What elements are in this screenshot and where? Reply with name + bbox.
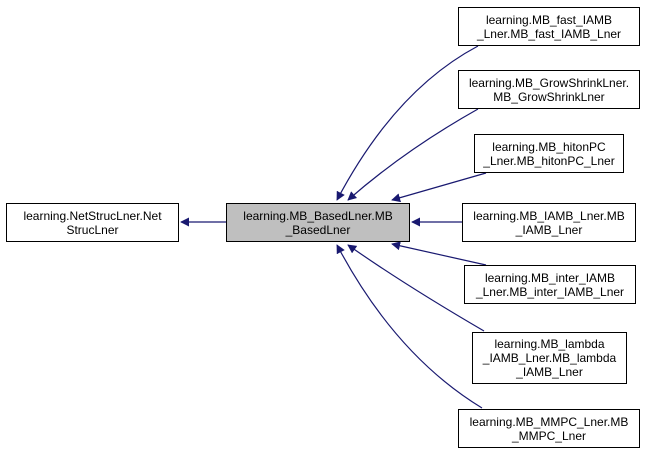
- class-node-label: learning.MB_lambda _IAMB_Lner.MB_lambda …: [482, 337, 617, 379]
- class-node-label: learning.MB_IAMB_Lner.MB _IAMB_Lner: [473, 208, 625, 237]
- inheritance-edge-mmpc-to-mbbased: [336, 244, 483, 409]
- class-node-interiamb[interactable]: learning.MB_inter_IAMB _Lner.MB_inter_IA…: [464, 265, 636, 304]
- inheritance-edge-interiamb-to-mbbased: [391, 241, 487, 266]
- class-node-label: learning.MB_MMPC_Lner.MB _MMPC_Lner: [469, 414, 629, 443]
- class-node-mmpc[interactable]: learning.MB_MMPC_Lner.MB _MMPC_Lner: [458, 409, 640, 448]
- class-node-label: learning.MB_inter_IAMB _Lner.MB_inter_IA…: [475, 270, 625, 299]
- class-node-hitonpc[interactable]: learning.MB_hitonPC _Lner.MB_hitonPC_Lne…: [474, 134, 624, 173]
- inheritance-edge-fastiamb-to-mbbased: [336, 45, 479, 201]
- class-node-fastiamb[interactable]: learning.MB_fast_IAMB _Lner.MB_fast_IAMB…: [458, 7, 640, 46]
- class-node-mbbased[interactable]: learning.MB_BasedLner.MB _BasedLner: [226, 203, 410, 242]
- class-node-label: learning.MB_hitonPC _Lner.MB_hitonPC_Lne…: [483, 139, 615, 168]
- class-node-label: learning.MB_BasedLner.MB _BasedLner: [243, 208, 393, 237]
- class-node-netstruc[interactable]: learning.NetStrucLner.Net StrucLner: [6, 203, 179, 242]
- class-node-label: learning.MB_fast_IAMB _Lner.MB_fast_IAMB…: [476, 12, 622, 41]
- inheritance-edge-hitonpc-to-mbbased: [391, 172, 487, 203]
- class-node-iamb[interactable]: learning.MB_IAMB_Lner.MB _IAMB_Lner: [462, 203, 636, 242]
- class-node-label: learning.MB_GrowShrinkLner. MB_GrowShrin…: [468, 75, 630, 104]
- class-node-lambdaiamb[interactable]: learning.MB_lambda _IAMB_Lner.MB_lambda …: [472, 332, 627, 384]
- inheritance-edge-lambdaiamb-to-mbbased: [347, 244, 485, 332]
- inheritance-edge-growshrink-to-mbbased: [347, 108, 479, 201]
- class-node-growshrink[interactable]: learning.MB_GrowShrinkLner. MB_GrowShrin…: [458, 70, 640, 109]
- class-node-label: learning.NetStrucLner.Net StrucLner: [23, 208, 162, 237]
